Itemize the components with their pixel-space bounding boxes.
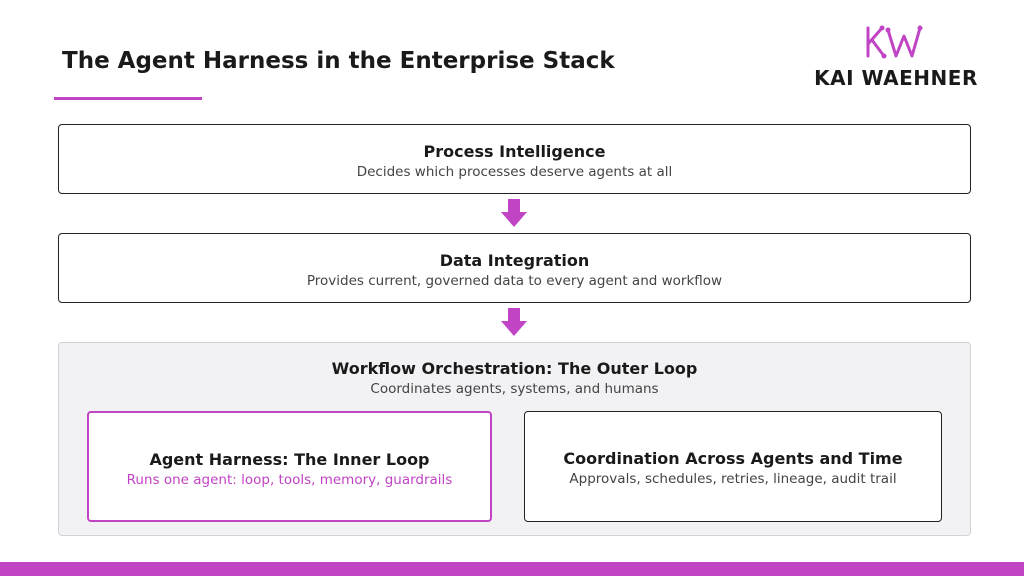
agent-harness-card: Agent Harness: The Inner Loop Runs one a…: [87, 411, 492, 522]
agent-harness-title: Agent Harness: The Inner Loop: [149, 450, 430, 469]
workflow-orchestration-header: Workflow Orchestration: The Outer Loop C…: [59, 359, 970, 397]
workflow-orchestration-subtitle: Coordinates agents, systems, and humans: [370, 381, 659, 397]
logo-text: KAI WAEHNER: [814, 66, 978, 90]
arrow-down-icon: [501, 199, 527, 227]
workflow-orchestration-title: Workflow Orchestration: The Outer Loop: [331, 359, 698, 378]
agent-harness-subtitle: Runs one agent: loop, tools, memory, gua…: [126, 472, 453, 488]
data-integration-subtitle: Provides current, governed data to every…: [306, 273, 723, 289]
arrow-down-icon: [501, 308, 527, 336]
page-title: The Agent Harness in the Enterprise Stac…: [62, 48, 615, 74]
logo: KAI WAEHNER: [808, 22, 984, 92]
process-intelligence-box: Process Intelligence Decides which proce…: [58, 124, 971, 194]
data-integration-title: Data Integration: [439, 251, 590, 270]
kw-logo-icon: [866, 25, 923, 59]
process-intelligence-title: Process Intelligence: [423, 142, 606, 161]
title-underline: [54, 97, 202, 100]
workflow-orchestration-panel: Workflow Orchestration: The Outer Loop C…: [58, 342, 971, 536]
bottom-accent-bar: [0, 562, 1024, 576]
process-intelligence-subtitle: Decides which processes deserve agents a…: [356, 164, 673, 180]
data-integration-box: Data Integration Provides current, gover…: [58, 233, 971, 303]
coordination-card: Coordination Across Agents and Time Appr…: [524, 411, 942, 522]
coordination-subtitle: Approvals, schedules, retries, lineage, …: [569, 471, 897, 487]
coordination-title: Coordination Across Agents and Time: [563, 449, 903, 468]
